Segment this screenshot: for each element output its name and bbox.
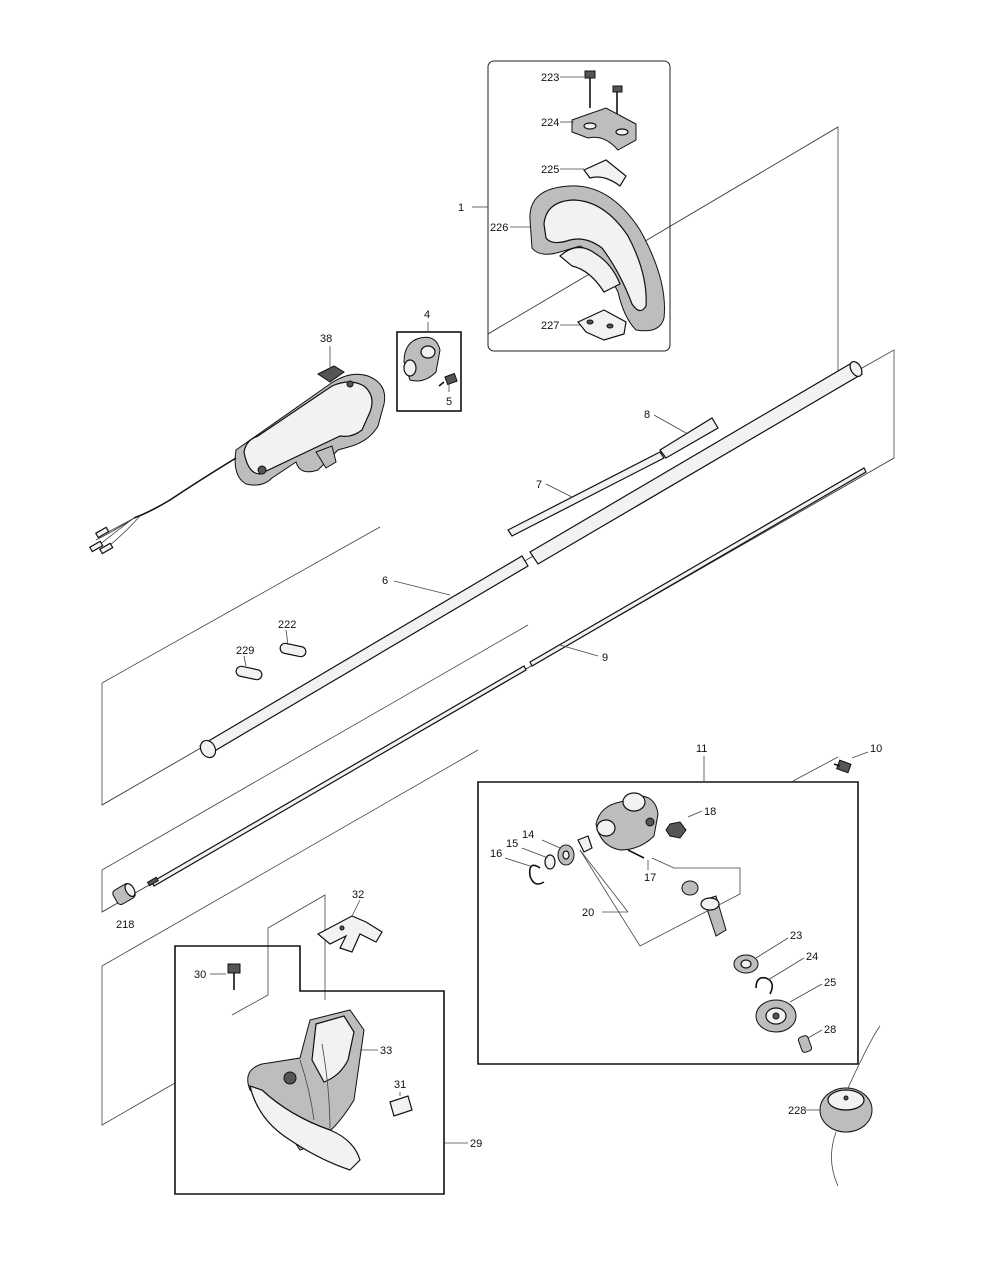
callout-227: 227 (541, 320, 559, 332)
guard-box-29 (174, 945, 445, 1195)
callout-7: 7 (536, 479, 542, 491)
clamp-box-4 (396, 331, 462, 412)
bolt-30 (227, 963, 241, 990)
circlip-16 (528, 864, 545, 885)
pad-229 (235, 665, 263, 681)
screw-17 (627, 849, 645, 859)
callout-24: 24 (806, 951, 818, 963)
callout-9: 9 (602, 652, 608, 664)
bushing-218 (112, 883, 136, 905)
nut-18 (665, 821, 687, 839)
screw-5 (438, 372, 458, 387)
decal-31 (389, 1095, 413, 1117)
handle-assembly-box (487, 60, 671, 352)
callout-224: 224 (541, 117, 559, 129)
callout-28: 28 (824, 1024, 836, 1036)
callout-32: 32 (352, 889, 364, 901)
pipe-leaders (393, 414, 687, 657)
callout-labels: 223 224 225 1 226 227 4 38 5 8 7 6 222 2… (116, 72, 882, 1150)
flange-25 (755, 999, 797, 1033)
callout-11: 11 (696, 743, 707, 755)
callout-226: 226 (490, 222, 508, 234)
callout-25: 25 (824, 977, 836, 989)
callout-33: 33 (380, 1045, 392, 1057)
callout-38: 38 (320, 333, 332, 345)
handle-clamp-bottom-227 (577, 309, 627, 341)
throttle-handle-38 (88, 365, 386, 555)
output-shaft (681, 880, 727, 937)
decal-8 (659, 417, 719, 459)
callout-18: 18 (704, 806, 716, 818)
callout-225: 225 (541, 164, 559, 176)
callout-8: 8 (644, 409, 650, 421)
callout-5: 5 (446, 396, 452, 408)
pipe-clamp-4 (403, 336, 441, 382)
callout-14: 14 (522, 829, 534, 841)
bearing-14 (557, 844, 575, 866)
handle-clamp-top-224 (571, 107, 637, 151)
loop-handle-226 (529, 185, 665, 332)
callout-228: 228 (788, 1105, 806, 1117)
callout-4: 4 (424, 309, 430, 321)
callout-17: 17 (644, 872, 656, 884)
callout-229: 229 (236, 645, 254, 657)
callout-218: 218 (116, 919, 134, 931)
gear-subassembly-outline-20 (579, 849, 741, 947)
callout-6: 6 (382, 575, 388, 587)
main-pipe-6 (199, 361, 864, 759)
guard-33 (247, 1009, 365, 1171)
handle-plate-225 (583, 159, 627, 187)
washer-15 (544, 854, 556, 870)
decal-7 (507, 451, 665, 537)
gear-case (595, 792, 659, 851)
callout-20: 20 (582, 907, 594, 919)
callout-31: 31 (394, 1079, 406, 1091)
callout-10: 10 (870, 743, 882, 755)
callout-23: 23 (790, 930, 802, 942)
callout-222: 222 (278, 619, 296, 631)
trimmer-head-228 (819, 1025, 881, 1187)
circlip-24 (755, 976, 774, 995)
callout-15: 15 (506, 838, 518, 850)
callout-29: 29 (470, 1138, 482, 1150)
drive-shaft-9 (146, 467, 867, 887)
callout-223: 223 (541, 72, 559, 84)
callout-16: 16 (490, 848, 502, 860)
handle-leaders (472, 76, 584, 326)
gear-head-box-11 (477, 781, 859, 1065)
bolt-10 (833, 759, 852, 774)
nut-28 (797, 1035, 813, 1053)
callout-1: 1 (458, 202, 464, 214)
pad-222 (279, 642, 307, 658)
bolt-223 (584, 70, 623, 116)
bracket-32 (316, 915, 383, 953)
callout-30: 30 (194, 969, 206, 981)
